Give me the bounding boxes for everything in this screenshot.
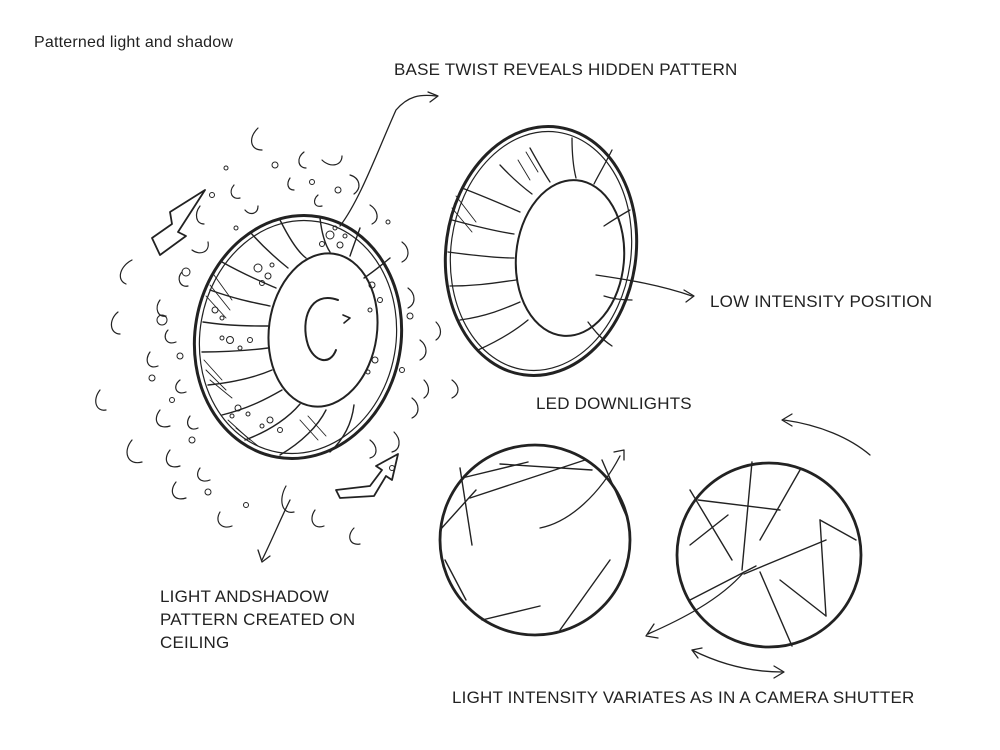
label-light-shadow: LIGHT ANDSHADOW PATTERN CREATED ON CEILI… (160, 587, 356, 652)
rotation-arrow-top (151, 189, 206, 256)
rotation-arrow-bottom (335, 453, 399, 499)
label-low-intensity: LOW INTENSITY POSITION (710, 292, 933, 311)
shutter-lamp-closed (675, 461, 863, 649)
shutter-lamp-open (438, 443, 632, 637)
label-camera-shutter: LIGHT INTENSITY VARIATES AS IN A CAMERA … (452, 688, 915, 707)
patterned-lamp (192, 214, 404, 460)
ceiling-pattern-marks (95, 127, 459, 545)
lamp-bubbles (211, 225, 383, 433)
label-led-downlights: LED DOWNLIGHTS (536, 394, 692, 413)
pointer-shutter-closed (645, 571, 745, 639)
shutter-rotation-bottom (691, 647, 785, 679)
pointer-shutter-open (539, 449, 625, 529)
pointer-low-intensity (595, 274, 695, 303)
lamp-hatching (203, 274, 327, 447)
lamp-segments (201, 217, 391, 456)
page-title: Patterned light and shadow (34, 34, 234, 51)
low-intensity-lamp (443, 125, 639, 377)
pointer-base-twist (339, 91, 439, 227)
pointer-light-shadow (257, 499, 291, 563)
ceiling-pattern-dots (148, 161, 414, 508)
label-base-twist: BASE TWIST REVEALS HIDDEN PATTERN (394, 60, 738, 79)
shutter-rotation-top (781, 413, 871, 456)
